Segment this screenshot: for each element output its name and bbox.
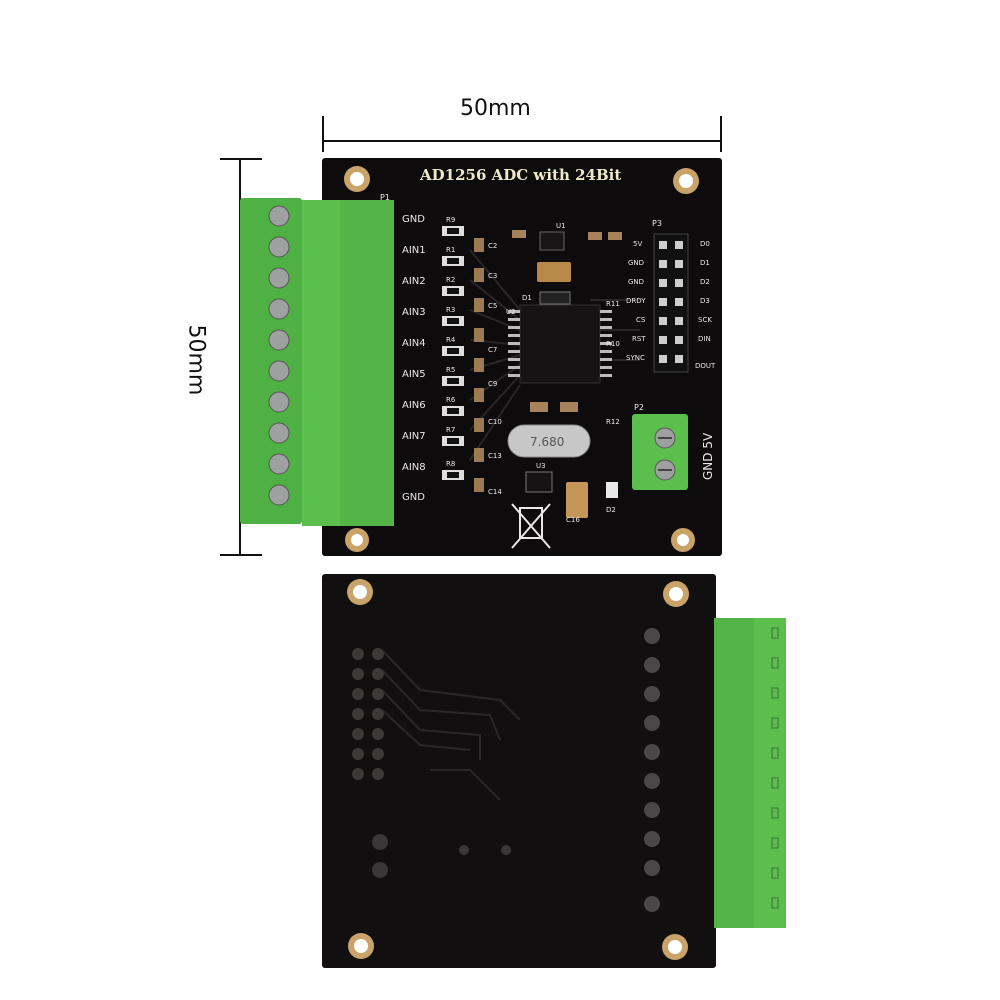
- width-dimension-line: [322, 116, 722, 152]
- header-right-labels: D0 D1 D2 D3 SCK DIN DOUT: [695, 240, 716, 370]
- input-label: AIN6: [402, 400, 426, 411]
- input-label: AIN4: [402, 338, 426, 349]
- label-r12: R12: [606, 418, 620, 426]
- crystal: [507, 424, 591, 458]
- input-label: AIN5: [402, 369, 426, 380]
- input-label: AIN7: [402, 431, 426, 442]
- input-label: AIN3: [402, 307, 426, 318]
- ic-u1: [539, 231, 565, 251]
- header-label: 5V: [633, 240, 642, 248]
- terminal-back-slots: [771, 627, 779, 909]
- smd-caps: [512, 230, 622, 412]
- capacitor-c16: [566, 482, 588, 518]
- terminal-screws: [268, 205, 290, 506]
- header-label: DRDY: [626, 297, 646, 305]
- header-label: SYNC: [626, 354, 645, 362]
- cap-label: C10: [488, 418, 502, 426]
- input-labels: GND AIN1 AIN2 AIN3 AIN4 AIN5 AIN6 AIN7 A…: [402, 214, 426, 503]
- label-u3: U3: [536, 462, 546, 470]
- diode-d1: [539, 291, 571, 305]
- header-label: D2: [700, 278, 710, 286]
- label-p2: P2: [634, 403, 644, 412]
- resistor-label: R6: [446, 396, 456, 404]
- cap-label: C2: [488, 242, 497, 250]
- cap-label: C14: [488, 488, 502, 496]
- width-dimension: 50mm: [322, 96, 722, 152]
- input-label: GND: [402, 214, 425, 225]
- label-d1: D1: [522, 294, 532, 302]
- cap-labels: C2 C3 C5 C7 C9 C10 C13 C14: [488, 242, 502, 496]
- label-r11: R11: [606, 300, 620, 308]
- header-pins: [659, 241, 683, 363]
- board-title: AD1256 ADC with 24Bit: [419, 166, 621, 184]
- header-label: CS: [636, 316, 646, 324]
- header-label: D3: [700, 297, 710, 305]
- header-label: RST: [632, 335, 646, 343]
- resistor-labels: R9 R1 R2 R3 R4 R5 R6 R7 R8: [446, 216, 456, 468]
- ic-u3: [525, 471, 553, 493]
- input-label: AIN2: [402, 276, 426, 287]
- resistor-label: R2: [446, 276, 455, 284]
- header-left-labels: 5V GND GND DRDY CS RST SYNC: [626, 240, 646, 362]
- input-label: GND: [402, 492, 425, 503]
- resistor-label: R3: [446, 306, 455, 314]
- label-p3: P3: [652, 219, 662, 228]
- back-header-pads: [352, 648, 384, 780]
- capacitor-c4: [537, 262, 571, 282]
- resistor-label: R8: [446, 460, 455, 468]
- resistor-label: R4: [446, 336, 456, 344]
- crystal-marking: 7.680: [530, 435, 564, 449]
- cap-label: C3: [488, 272, 497, 280]
- back-terminal-pads: [644, 628, 660, 912]
- input-label: AIN1: [402, 245, 426, 256]
- label-u1: U1: [556, 222, 566, 230]
- header-label: SCK: [698, 316, 712, 324]
- resistor-label: R9: [446, 216, 455, 224]
- resistor-label: R5: [446, 366, 455, 374]
- cap-label: C7: [488, 346, 497, 354]
- label-d2: D2: [606, 506, 616, 514]
- weee-symbol-icon: [511, 503, 551, 549]
- back-traces: [381, 649, 521, 801]
- back-power-pads: [372, 834, 511, 878]
- cap-label: C5: [488, 302, 497, 310]
- smd-resistors: [442, 226, 464, 480]
- header-label: GND: [628, 278, 644, 286]
- led-d2: [606, 482, 618, 498]
- header-label: GND: [628, 259, 644, 267]
- input-label: AIN8: [402, 462, 426, 473]
- mounting-holes-back: [347, 579, 689, 960]
- ic-pins: [508, 310, 612, 377]
- width-label: 50mm: [460, 96, 531, 121]
- label-c16: C16: [566, 516, 580, 524]
- label-p1: P1: [380, 193, 390, 202]
- ic-u2: [519, 304, 601, 384]
- header-label: D1: [700, 259, 710, 267]
- label-r10: R10: [606, 340, 620, 348]
- cap-label: C13: [488, 452, 502, 460]
- header-label: D0: [700, 240, 710, 248]
- resistor-label: R1: [446, 246, 455, 254]
- mounting-holes-front: [344, 166, 699, 552]
- power-label: GND 5V: [701, 432, 715, 480]
- header-label: DIN: [698, 335, 711, 343]
- label-u2: U2: [506, 308, 516, 316]
- header-label: DOUT: [695, 362, 716, 370]
- cap-label: C9: [488, 380, 497, 388]
- resistor-label: R7: [446, 426, 455, 434]
- smd-caps-input: [474, 238, 484, 492]
